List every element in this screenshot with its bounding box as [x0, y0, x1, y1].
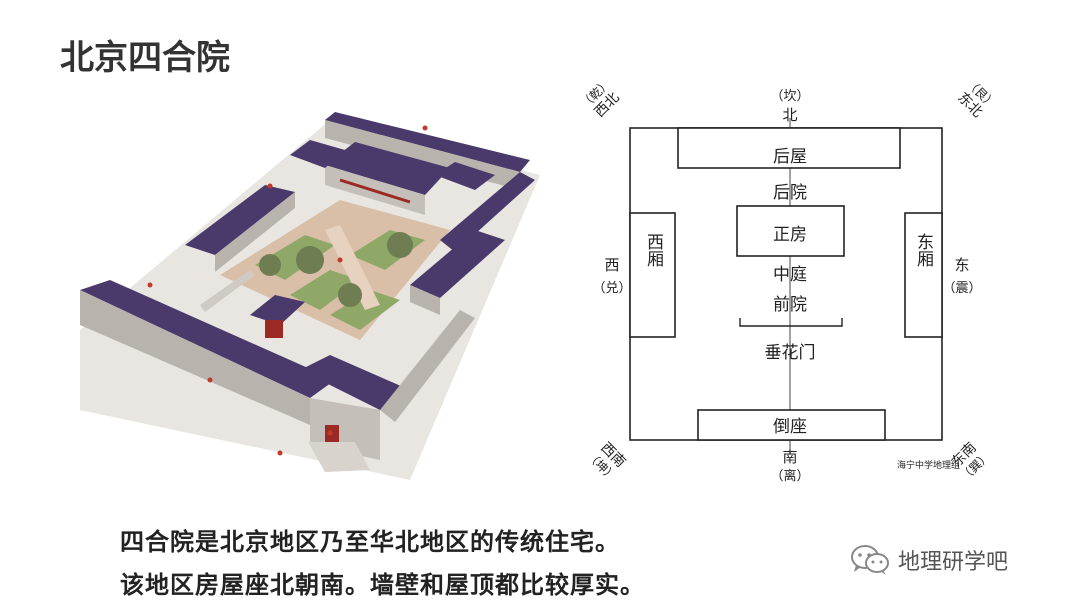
reverse-house-label: 倒座	[773, 417, 807, 437]
main-house-label: 正房	[773, 225, 807, 245]
caption-line-1: 四合院是北京地区乃至华北地区的传统住宅。	[120, 522, 620, 557]
courtyard-illustration	[80, 80, 550, 490]
west-wing-label: 西厢	[643, 233, 664, 267]
east-wing-label: 东厢	[913, 233, 934, 267]
back-yard-label: 后院	[773, 183, 807, 203]
page-title: 北京四合院	[60, 30, 230, 79]
north-label: 北	[782, 106, 797, 124]
south-label: 南	[782, 448, 797, 466]
watermark-text: 海宁中学地理组	[897, 459, 960, 471]
front-yard-label: 前院	[773, 295, 807, 315]
layout-diagram: 后屋 后院 正房 西厢 东厢 中庭 前院 垂花门 倒座 （坎） 北 南 （离） …	[575, 80, 995, 500]
central-court-label: 中庭	[773, 265, 807, 285]
west-sub-label: （兑）	[592, 281, 631, 296]
hanging-flower-gate-label: 垂花门	[765, 343, 816, 363]
branding-label: 地理研学吧	[898, 544, 1008, 576]
west-label: 西	[604, 256, 619, 274]
west-wing-box	[630, 213, 675, 337]
north-sub-label: （坎）	[770, 89, 809, 104]
east-label: 东	[954, 256, 969, 274]
caption-line-2: 该地区房屋座北朝南。墙壁和屋顶都比较厚实。	[120, 565, 645, 600]
east-wing-box	[905, 213, 942, 337]
south-sub-label: （离）	[770, 468, 809, 484]
back-house-label: 后屋	[773, 147, 807, 167]
east-sub-label: （震）	[942, 281, 981, 296]
hanging-flower-gate-line	[740, 318, 842, 326]
wechat-icon	[850, 543, 890, 577]
branding: 地理研学吧	[850, 543, 1008, 577]
